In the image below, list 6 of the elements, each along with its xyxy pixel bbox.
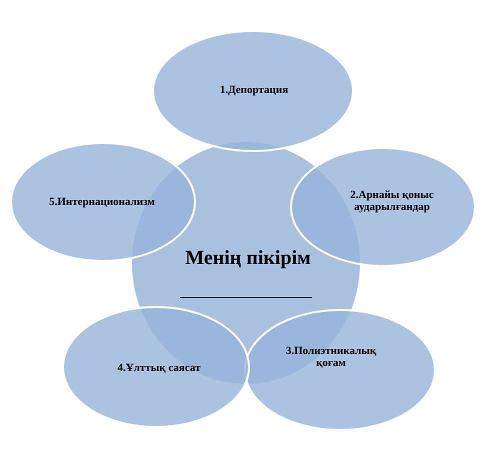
ellipse-label: 1.Депортация [218,84,290,96]
center-title: Менің пікірім [184,247,312,270]
ellipse-label: 5.Интернационализм [48,196,156,208]
ellipse-label: 3.Полиэтникалық қоғам [284,345,378,369]
ellipse-label: 2.Арнайы қоныс аударылғандар [349,189,435,213]
ellipse-label: 4.Ұлттық саясат [116,362,202,374]
